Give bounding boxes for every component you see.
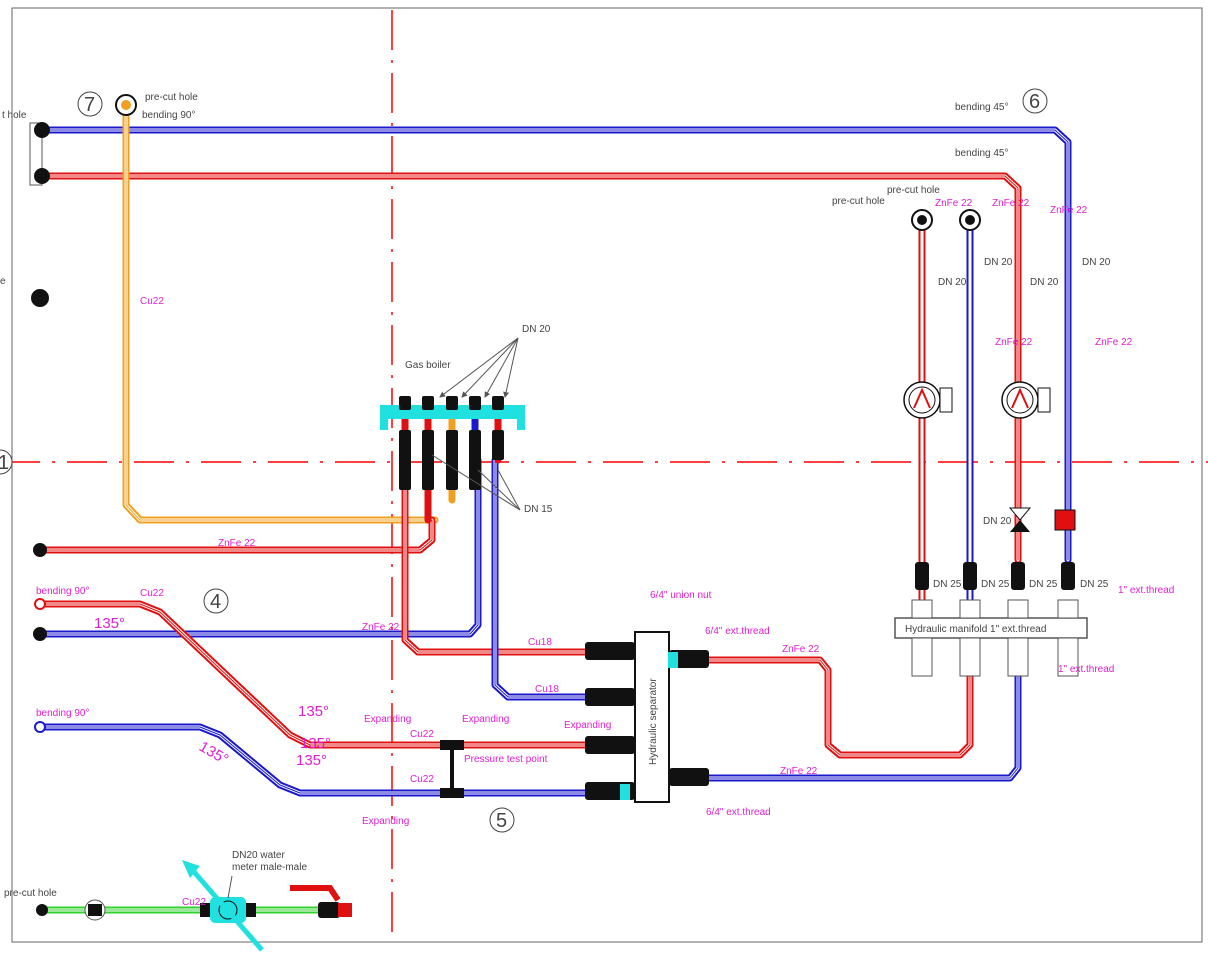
label-znfe22-r4: ZnFe 22 xyxy=(995,337,1033,348)
label-dn15: DN 15 xyxy=(524,504,553,515)
label-znfe22-right-bottom: ZnFe 22 xyxy=(780,766,818,777)
label-angle-5: 135° xyxy=(296,752,327,769)
label-ext-thread-1-bottom: 1" ext.thread xyxy=(1058,664,1114,675)
label-expanding-4: Expanding xyxy=(362,816,409,827)
wall-connectors-top-left xyxy=(29,94,137,307)
number-seven: 7 xyxy=(84,94,95,116)
label-cu22-diag: Cu22 xyxy=(140,588,164,599)
label-znfe22-right-top: ZnFe 22 xyxy=(782,644,820,655)
label-dn25-1: DN 25 xyxy=(933,579,962,590)
three-way-valve xyxy=(1008,507,1076,532)
pipe-gas xyxy=(122,101,439,524)
number-six: 6 xyxy=(1029,91,1040,113)
drawing-frame xyxy=(11,7,1203,943)
label-angle-1: 135° xyxy=(94,615,125,632)
label-precut-bottom: pre-cut hole xyxy=(4,888,57,899)
pipe-cold-cu18 xyxy=(491,456,594,701)
label-bending90-blue: bending 90° xyxy=(36,708,90,719)
pipe-hot-right xyxy=(696,651,974,759)
label-cu22-red-bottom: Cu22 xyxy=(410,729,434,740)
number-four: 4 xyxy=(210,591,221,613)
hydraulic-manifold-label: Hydraulic manifold 1" ext.thread xyxy=(905,624,1046,635)
pipe-cold-top xyxy=(46,126,1072,564)
label-expanding-2: Expanding xyxy=(564,720,611,731)
pipe-runs xyxy=(36,101,1072,914)
hydraulic-separator-label: Hydraulic separator xyxy=(648,678,659,765)
label-cu22-water: Cu22 xyxy=(182,897,206,908)
label-expanding-1: Expanding xyxy=(462,714,509,725)
label-precut-b: pre-cut hole xyxy=(887,185,940,196)
label-union-nut: 6/4" union nut xyxy=(650,590,712,601)
pipe-hot-top xyxy=(46,172,1022,564)
label-dn25-4: DN 25 xyxy=(1080,579,1109,590)
label-znfe22-r3: ZnFe 22 xyxy=(1050,205,1088,216)
label-dn25-3: DN 25 xyxy=(1029,579,1058,590)
label-bending45-a: bending 45° xyxy=(955,102,1009,113)
axis-lines xyxy=(0,10,1208,942)
pressure-test-point xyxy=(440,740,464,798)
pipe-hot-left xyxy=(36,516,436,554)
ball-valve-red xyxy=(290,885,352,918)
pipe-cold-diagonal xyxy=(36,723,594,797)
label-precut-a: pre-cut hole xyxy=(832,196,885,207)
pipe-hot-cu18 xyxy=(401,436,594,656)
label-pressure-test: Pressure test point xyxy=(464,754,548,765)
label-znfe22-r1: ZnFe 22 xyxy=(935,198,973,209)
pipe-hot-diagonal xyxy=(36,600,594,749)
grey-labels: t hole e pre-cut hole bending 90° bendin… xyxy=(0,92,1111,899)
label-dn20-boiler: DN 20 xyxy=(522,324,551,335)
label-znfe22-r5: ZnFe 22 xyxy=(1095,337,1133,348)
label-cu18-blue: Cu18 xyxy=(535,684,559,695)
label-angle-2: 135° xyxy=(298,703,329,720)
label-bending90-top: bending 90° xyxy=(142,110,196,121)
circulation-pump-2 xyxy=(1001,381,1051,419)
label-znfe22-r2: ZnFe 22 xyxy=(992,198,1030,209)
magenta-labels: Cu22 ZnFe 22 bending 90° Cu22 ZnFe 22 Cu… xyxy=(36,198,1174,908)
label-bending90-red: bending 90° xyxy=(36,586,90,597)
label-bending45-b: bending 45° xyxy=(955,148,1009,159)
label-ext-thread-64-bottom: 6/4" ext.thread xyxy=(706,807,771,818)
label-water-meter-2: meter male-male xyxy=(232,862,307,873)
label-cu22-blue-bottom: Cu22 xyxy=(410,774,434,785)
label-dn20-r2: DN 20 xyxy=(1082,257,1111,268)
label-dn20-r1: DN 20 xyxy=(984,257,1013,268)
label-hole-partial: t hole xyxy=(2,110,27,121)
label-precut-top: pre-cut hole xyxy=(145,92,198,103)
label-znfe22-left: ZnFe 22 xyxy=(218,538,256,549)
hydraulic-manifold: Hydraulic manifold 1" ext.thread xyxy=(894,562,1088,677)
number-five: 5 xyxy=(496,810,507,832)
reference-numbers: 7 6 4 5 1 xyxy=(0,88,1048,833)
label-dn25-2: DN 25 xyxy=(981,579,1010,590)
label-ext-thread-1-top: 1" ext.thread xyxy=(1118,585,1174,596)
label-cu18-red: Cu18 xyxy=(528,637,552,648)
hydraulic-separator: Hydraulic separator xyxy=(585,631,709,803)
label-cu22-vertical: Cu22 xyxy=(140,296,164,307)
pipe-cold-right xyxy=(696,651,1022,782)
left-end-caps xyxy=(33,543,106,921)
label-angle-3: 135° xyxy=(300,735,331,752)
precut-holes-right xyxy=(911,209,981,231)
circulation-pump-1 xyxy=(903,381,953,419)
label-expanding-3: Expanding xyxy=(364,714,411,725)
leader-lines xyxy=(227,337,521,899)
label-gas-boiler: Gas boiler xyxy=(405,360,451,371)
gas-boiler-bracket xyxy=(380,405,525,430)
label-dn20-r3: DN 20 xyxy=(938,277,967,288)
label-dn20-valve: DN 20 xyxy=(983,516,1012,527)
label-ext-thread-64-top: 6/4" ext.thread xyxy=(705,626,770,637)
label-water-meter-1: DN20 water xyxy=(232,850,285,861)
number-one: 1 xyxy=(0,452,9,474)
label-e-partial: e xyxy=(0,276,6,287)
boiler-connectors xyxy=(399,396,504,490)
label-znfe22-four: ZnFe 22 xyxy=(362,622,400,633)
pipe-cold-four xyxy=(36,456,482,638)
label-dn20-r4: DN 20 xyxy=(1030,277,1059,288)
water-meter xyxy=(182,860,264,952)
